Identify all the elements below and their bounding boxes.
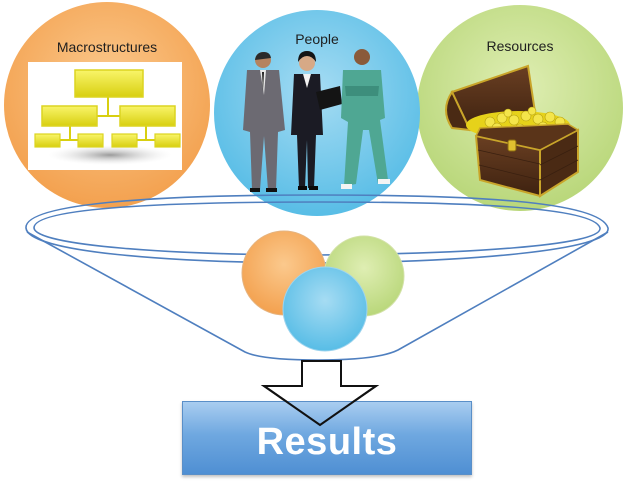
person-doctor — [341, 49, 390, 189]
merged-circle-people — [282, 266, 368, 352]
person-businessman — [243, 52, 285, 192]
person-businesswoman — [291, 51, 342, 190]
merged-circles — [241, 230, 405, 352]
macrostructures-label: Macrostructures — [56, 39, 158, 55]
results-label: Results — [256, 420, 398, 463]
macrostructures-node — [4, 2, 210, 208]
people-node — [214, 10, 420, 216]
people-label: People — [295, 31, 339, 47]
org-chart-icon — [28, 62, 182, 170]
resources-node — [417, 5, 623, 211]
people-icon — [243, 49, 390, 192]
resources-label: Resources — [486, 38, 554, 54]
treasure-chest-icon — [445, 64, 580, 198]
results-box: Results — [182, 401, 472, 475]
